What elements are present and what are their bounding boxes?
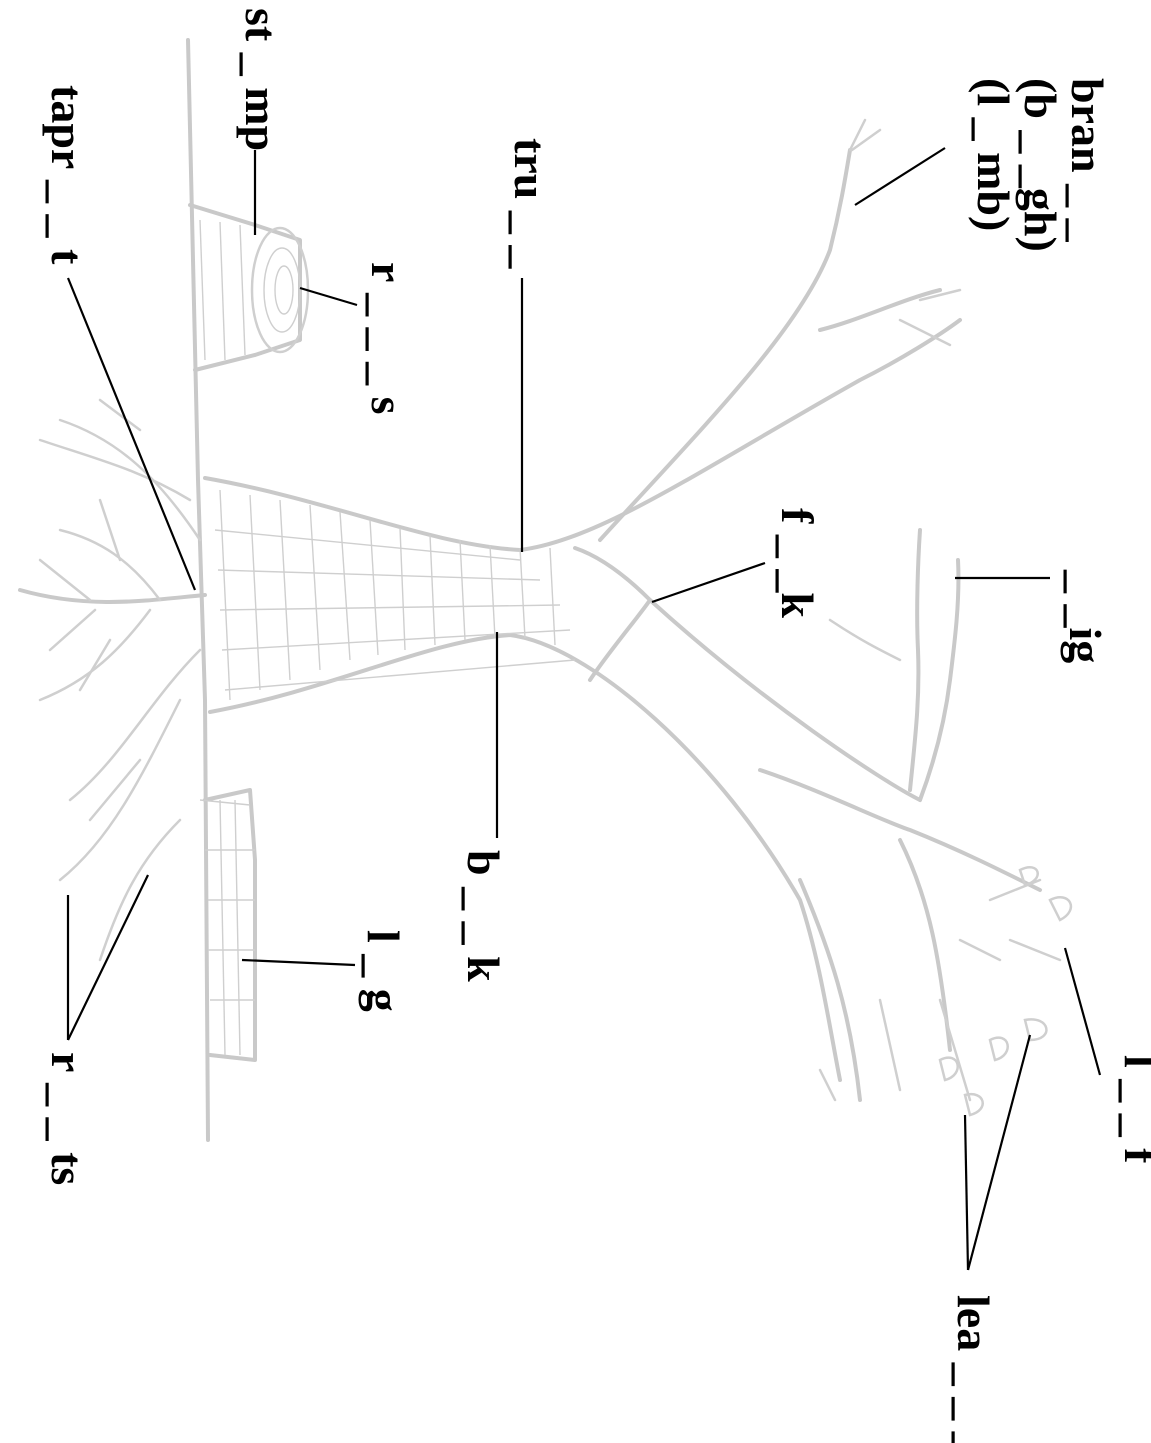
roots-drawing (20, 400, 205, 960)
label-leaves: lea _ _ _ (948, 1295, 999, 1443)
label-fork: f _ _k (772, 508, 823, 618)
lower-branches-drawing (760, 770, 1071, 1115)
label-roots: r _ _ ts (42, 1052, 93, 1185)
label-twig: _ _ig (1060, 569, 1111, 663)
label-branch: bran _ _ (1062, 78, 1113, 243)
leaves-leader-2 (965, 1115, 968, 1270)
label-taproot: tapr _ _ t (42, 85, 93, 265)
label-bark: b _ _ k (458, 850, 509, 982)
leaves-leader-1 (968, 1035, 1030, 1270)
branch-drawing (600, 120, 960, 540)
branch-leader (855, 148, 945, 205)
label-log: l _ g (358, 930, 409, 1012)
leaf-leader (1065, 948, 1100, 1075)
label-leaf: l _ _ f (1115, 1055, 1151, 1164)
log-leader (242, 960, 355, 965)
trunk-drawing (205, 320, 960, 1080)
label-trunk: tru _ _ (505, 138, 556, 269)
roots-leader-2 (68, 875, 148, 1040)
labels: bran _ _ (b _ _gh) (l _ mb) _ _ig f _ _k… (42, 8, 1151, 1443)
label-stump: st _ mp (236, 8, 287, 151)
taproot-leader (68, 278, 195, 590)
label-rings: r _ _ _ s (362, 262, 413, 415)
stump-drawing (190, 205, 308, 370)
label-branch-hint-2: (l _ mb) (968, 78, 1019, 231)
label-branch-hint-1: (b _ _gh) (1015, 78, 1066, 252)
fork-leader (652, 563, 765, 602)
